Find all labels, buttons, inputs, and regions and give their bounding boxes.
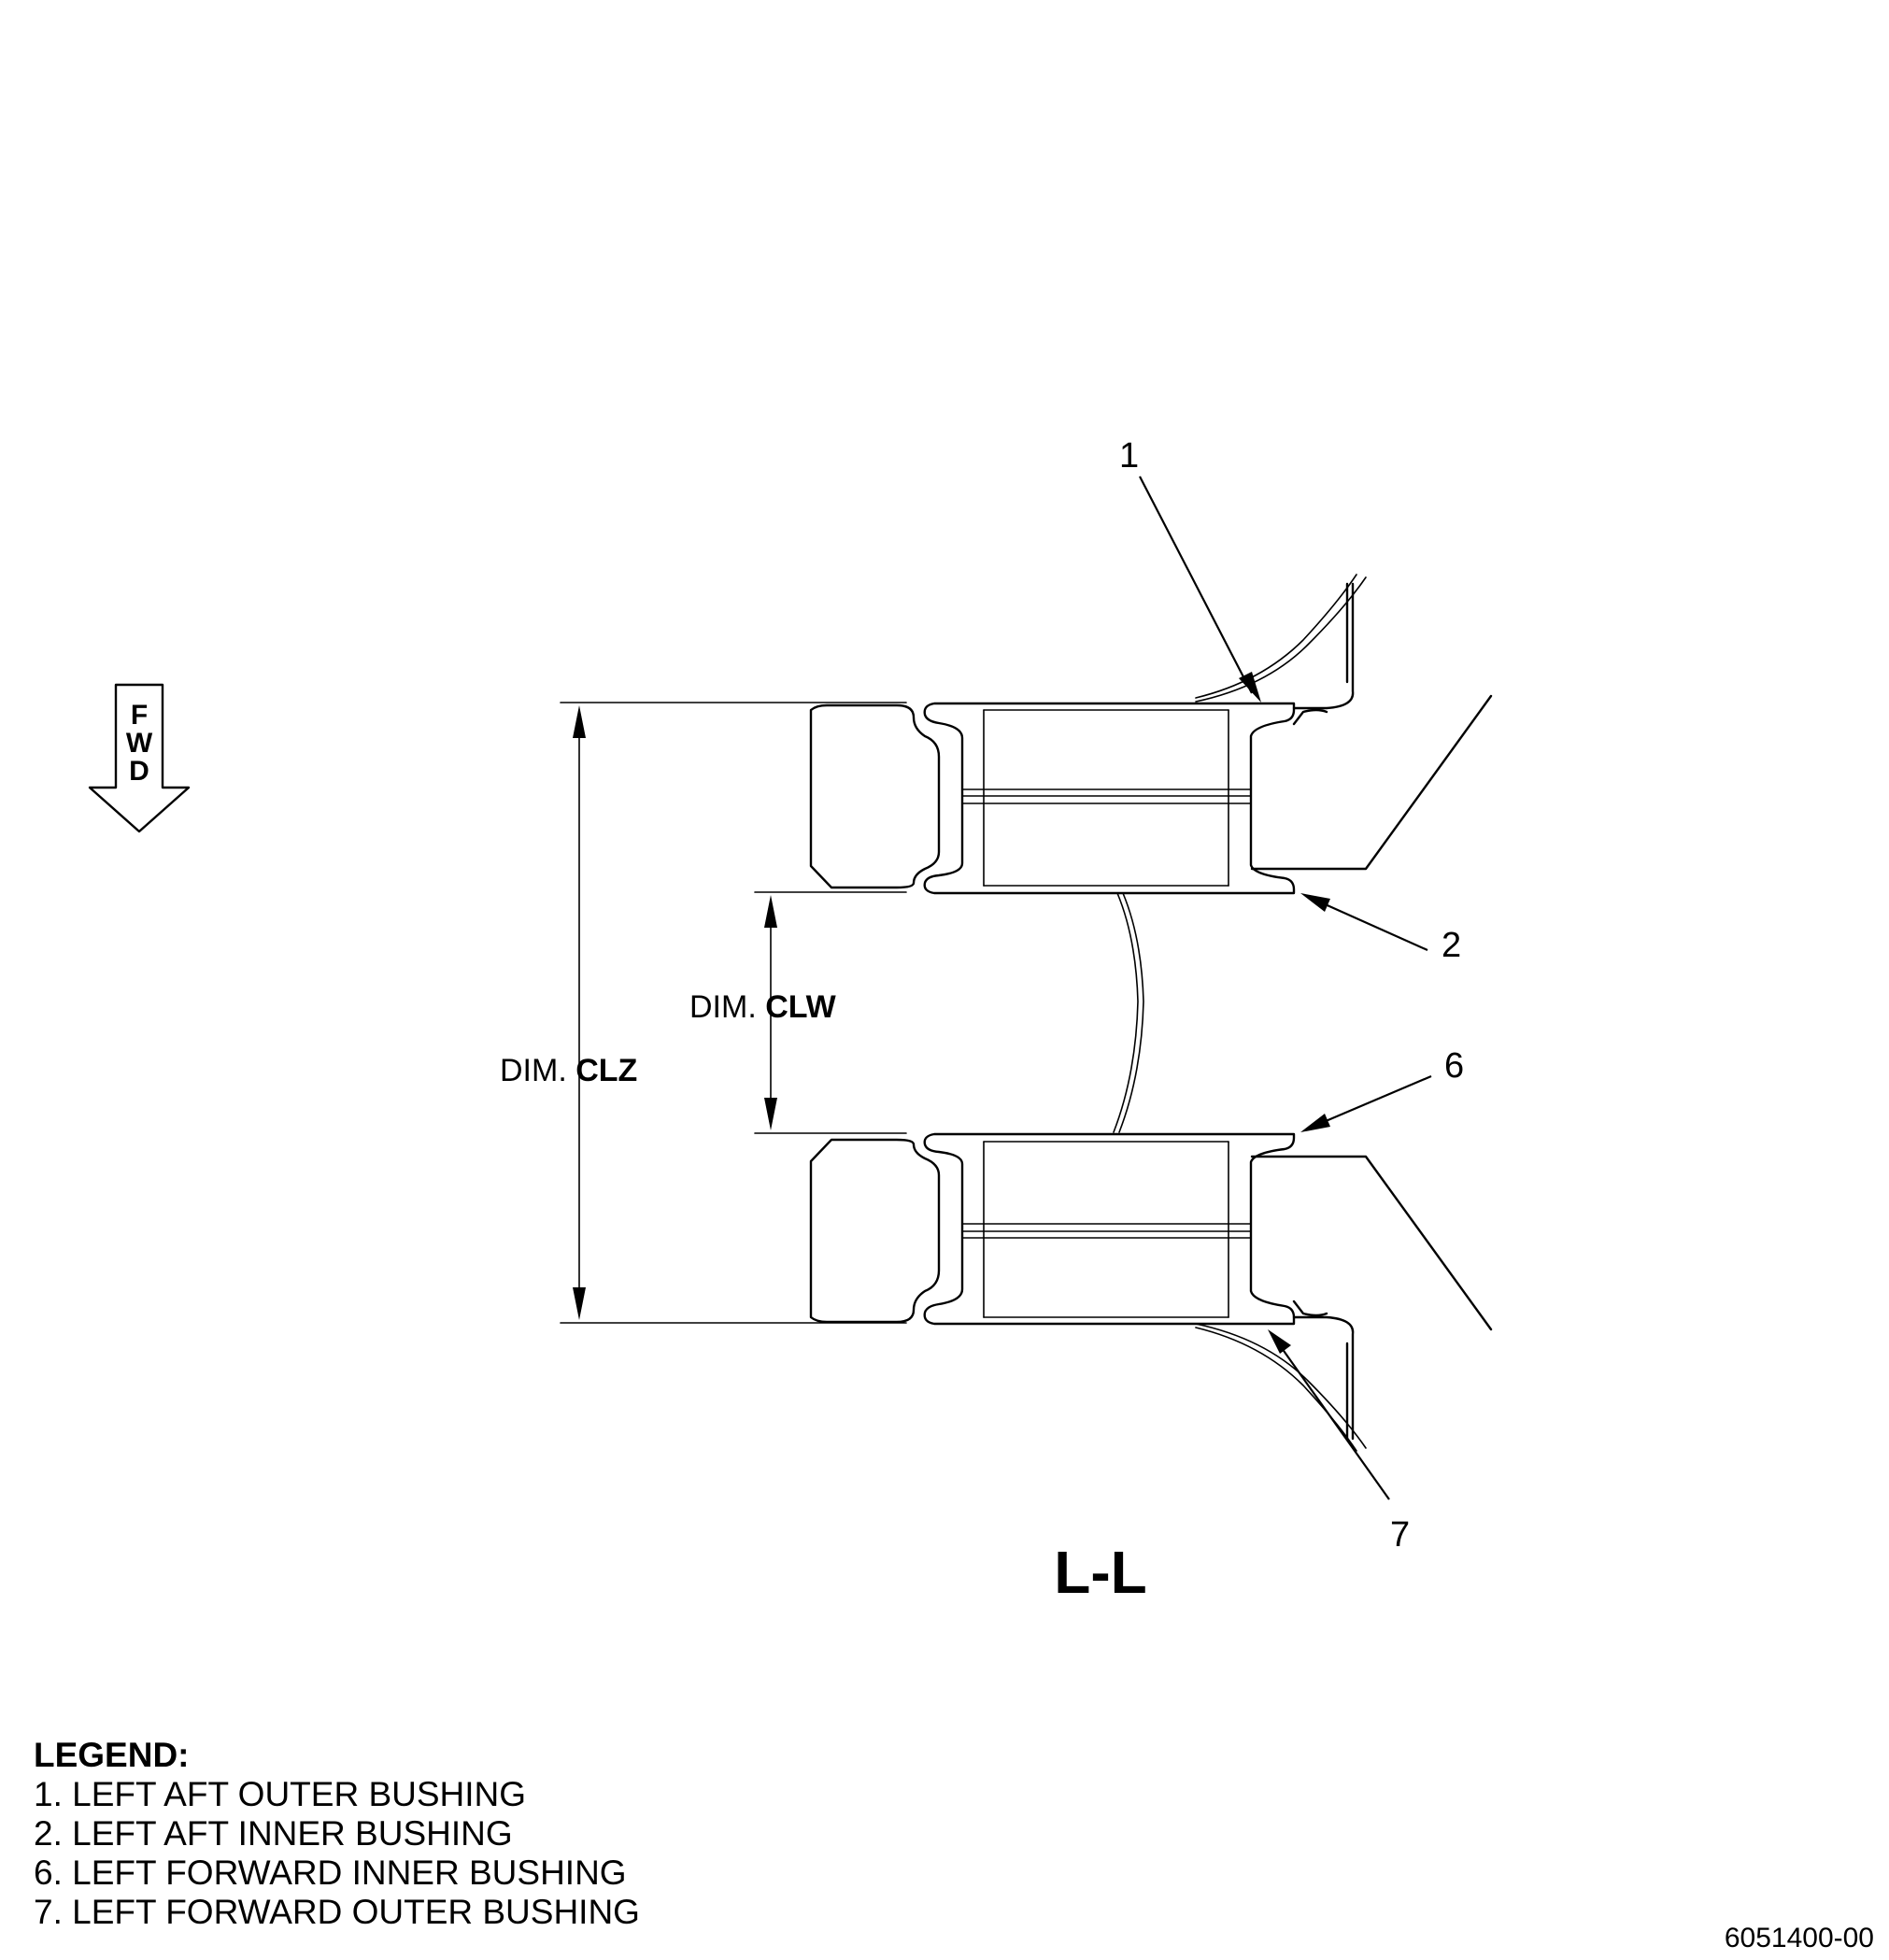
dimension-clw: DIM. CLW xyxy=(689,891,907,1134)
legend-item-7: 7. LEFT FORWARD OUTER BUSHING xyxy=(34,1893,640,1931)
callout-leaders xyxy=(1139,476,1432,1500)
legend-item-2: 2. LEFT AFT INNER BUSHING xyxy=(34,1814,513,1853)
legend-item-6: 6. LEFT FORWARD INNER BUSHING xyxy=(34,1853,627,1892)
dim-clw-label: DIM. CLW xyxy=(689,989,837,1025)
dim-clz-label: DIM. CLZ xyxy=(500,1053,637,1088)
down-arrow-icon xyxy=(88,683,191,833)
callout-6: 6 xyxy=(1444,1046,1464,1086)
callout-1: 1 xyxy=(1119,436,1139,476)
figure-number: 6051400-00 xyxy=(1724,1923,1874,1953)
callout-7: 7 xyxy=(1390,1515,1410,1555)
legend-item-1: 1. LEFT AFT OUTER BUSHING xyxy=(34,1775,527,1813)
legend: LEGEND: 1. LEFT AFT OUTER BUSHING 2. LEF… xyxy=(34,1736,640,1932)
callout-2: 2 xyxy=(1442,926,1461,965)
dimension-clz: DIM. CLZ xyxy=(500,702,907,1324)
aft-bushing-assembly xyxy=(809,702,1296,895)
fwd-letter-d: D xyxy=(129,756,149,787)
fwd-arrow: F W D xyxy=(88,683,191,833)
view-label: L-L xyxy=(1054,1539,1147,1606)
structure-outline xyxy=(1113,574,1493,1452)
fwd-letter-w: W xyxy=(126,728,153,759)
forward-bushing-assembly xyxy=(809,1132,1296,1326)
legend-title: LEGEND: xyxy=(34,1736,190,1774)
fwd-letter-f: F xyxy=(131,700,148,731)
